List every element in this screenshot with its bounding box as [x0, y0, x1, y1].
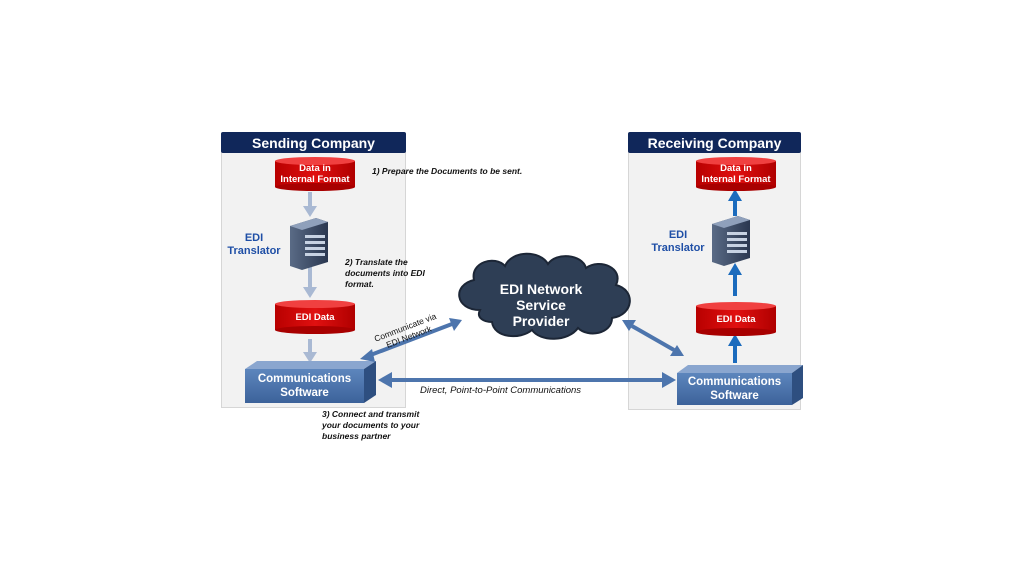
sending-edi-translator-label: EDI Translator	[227, 232, 281, 257]
network-link-arrow-right	[622, 320, 684, 356]
receiving-edi-translator-label: EDI Translator	[651, 229, 705, 254]
recv-arrow-2	[728, 263, 742, 296]
database-cylinder-icon	[696, 302, 776, 336]
step-3-note: 3) Connect and transmit your documents t…	[322, 409, 420, 441]
network-link-arrow-left	[360, 318, 462, 362]
send-arrow-2	[303, 266, 317, 298]
sending-edi-data-label: EDI Data	[295, 312, 335, 323]
receiving-communications-software: Communications Software	[687, 376, 782, 402]
server-icon	[712, 216, 750, 266]
receiving-company-header: Receiving Company	[628, 132, 801, 153]
sending-communications-software: Communications Software	[257, 373, 352, 399]
direct-communications-label: Direct, Point-to-Point Communications	[420, 385, 582, 396]
step-2-note: 2) Translate the documents into EDI form…	[345, 257, 425, 289]
database-cylinder-icon	[275, 300, 355, 334]
recv-arrow-1	[728, 189, 742, 216]
send-arrow-3	[303, 339, 317, 363]
receiving-edi-data-label: EDI Data	[716, 314, 756, 325]
send-arrow-1	[303, 192, 317, 217]
receiving-comm-box-shape	[677, 365, 803, 405]
edi-network-provider-label: EDI Network Service Provider	[499, 281, 583, 329]
database-cylinder-icon	[275, 157, 355, 191]
sending-comm-box-shape	[245, 361, 376, 403]
step-1-note: 1) Prepare the Documents to be sent.	[372, 166, 523, 176]
server-icon	[290, 218, 328, 270]
recv-arrow-3	[728, 334, 742, 363]
cloud-icon	[458, 252, 631, 340]
sending-data-internal-label: Data in Internal Format	[280, 163, 350, 185]
sending-company-header: Sending Company	[221, 132, 406, 153]
receiving-data-internal-label: Data in Internal Format	[701, 163, 771, 185]
direct-link-arrow	[378, 372, 676, 388]
database-cylinder-icon	[696, 157, 776, 191]
